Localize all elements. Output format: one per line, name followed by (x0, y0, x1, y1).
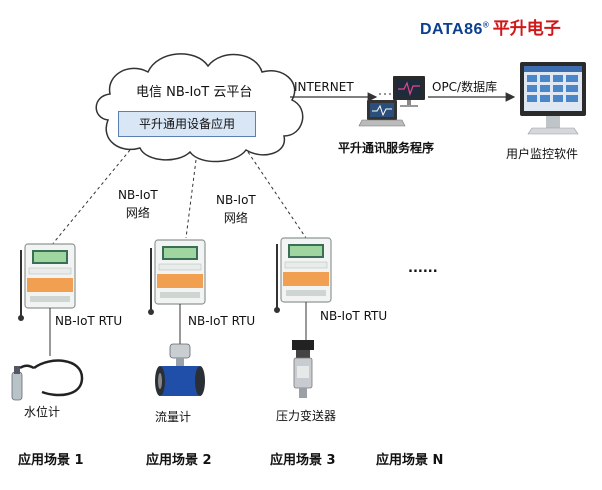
pressure-transmitter-icon (292, 340, 314, 398)
scenario-label: 应用场景 1 (18, 453, 84, 468)
scenario-label: 应用场景 3 (270, 453, 336, 468)
network-label-line1: NB-IoT (118, 188, 158, 202)
platform-application-box: 平升通用设备应用 (118, 111, 256, 137)
logo-registered-mark: ® (482, 20, 489, 30)
rtu-label: NB-IoT RTU (188, 314, 256, 328)
network-label-line2: 网络 (223, 211, 248, 225)
server-program-label: 平升通讯服务程序 (338, 141, 435, 155)
network-label: NB-IoT 网络 (216, 193, 256, 225)
scenario-label: 应用场景 N (376, 453, 444, 468)
monitoring-software-label: 用户监控软件 (506, 147, 579, 161)
monitoring-monitor-icon (520, 62, 586, 135)
scenario-label: 应用场景 2 (146, 453, 212, 468)
cloud-shape (95, 53, 304, 163)
logo-company-name: 平升电子 (492, 19, 561, 38)
flow-meter-icon (155, 343, 205, 396)
rtu-device-icon (148, 239, 206, 346)
logo-brand: DATA86 (420, 21, 483, 38)
internet-label: INTERNET (294, 80, 354, 94)
company-logo: DATA86®平升电子 (420, 14, 561, 39)
cloud-platform-title: 电信 NB-IoT 云平台 (136, 85, 253, 100)
nb-iot-links (45, 149, 307, 253)
sensor-label: 水位计 (24, 405, 61, 419)
sensor-label: 流量计 (155, 410, 192, 424)
more-devices-ellipsis: ...... (408, 261, 438, 276)
opc-database-label: OPC/数据库 (432, 80, 498, 94)
rtu-device-icon (274, 237, 332, 340)
rtu-label: NB-IoT RTU (320, 309, 388, 323)
network-label-line2: 网络 (125, 206, 150, 220)
rtu-label: NB-IoT RTU (55, 314, 123, 328)
sensor-label: 压力变送器 (276, 409, 337, 423)
water-level-meter-icon (11, 359, 84, 401)
server-computer-icon (358, 76, 425, 127)
network-label: NB-IoT 网络 (118, 188, 158, 220)
network-label-line1: NB-IoT (216, 193, 256, 207)
rtu-device-icon (18, 243, 76, 356)
